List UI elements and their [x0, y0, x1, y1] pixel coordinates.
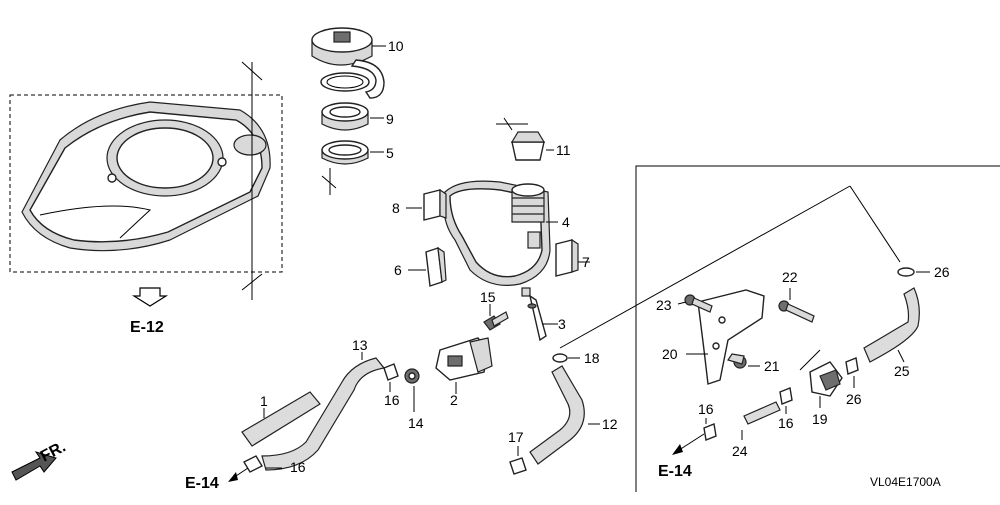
tank-cushion-upper — [423, 188, 447, 221]
bolt-21 — [727, 353, 747, 369]
label-part-22: 22 — [782, 269, 798, 285]
o-ring — [552, 353, 568, 363]
tank-cushion-lower — [425, 246, 447, 287]
label-part-12: 12 — [602, 416, 618, 432]
valve-bracket — [697, 289, 765, 385]
tube-1 — [241, 391, 321, 447]
reference-e14-right: E-14 — [658, 463, 692, 480]
label-part-25: 25 — [894, 363, 910, 379]
tube-clip-26-upper — [897, 267, 915, 277]
label-part-16c: 16 — [698, 401, 714, 417]
tube-clip-16-lower — [243, 455, 263, 473]
tube-clip-16-upper — [383, 363, 399, 381]
reference-e14-left: E-14 — [185, 475, 219, 492]
label-part-26b: 26 — [846, 391, 862, 407]
detail-box — [635, 165, 1000, 492]
tank-packing — [321, 140, 369, 165]
label-part-16a: 16 — [384, 392, 400, 408]
strainer-guide-line — [496, 117, 528, 131]
grommet — [404, 368, 420, 384]
label-part-2: 2 — [450, 392, 458, 408]
fuel-valve-19 — [809, 361, 843, 397]
label-part-17: 17 — [508, 429, 524, 445]
fuel-tank — [443, 180, 551, 286]
label-part-23: 23 — [656, 297, 672, 313]
tube-clip-16-right-b — [779, 387, 793, 405]
arrow-left-icon-right — [672, 433, 705, 455]
label-part-7: 7 — [582, 254, 590, 270]
label-part-11: 11 — [556, 142, 571, 158]
bolt-23 — [684, 294, 713, 313]
fuel-tube-12 — [529, 365, 585, 465]
front-arrow-icon — [11, 451, 57, 481]
fuel-strainer — [510, 131, 546, 161]
bolt-22 — [778, 300, 815, 323]
shroud-housing — [21, 101, 271, 252]
cap-holder-ring — [321, 102, 369, 131]
label-part-9: 9 — [386, 111, 394, 127]
tank-cushion-side — [555, 238, 579, 277]
label-part-24: 24 — [732, 443, 748, 459]
fuel-tube-13 — [261, 357, 386, 471]
fuel-tube-25 — [863, 287, 920, 363]
reference-e12: E-12 — [130, 319, 164, 336]
bolt-15 — [483, 311, 509, 331]
drawing-code: VL04E1700A — [870, 475, 941, 489]
label-part-5: 5 — [386, 145, 394, 161]
label-part-13: 13 — [352, 337, 368, 353]
label-part-8: 8 — [392, 200, 400, 216]
label-part-19: 19 — [812, 411, 828, 427]
label-part-16b: 16 — [290, 459, 306, 475]
label-part-1: 1 — [260, 393, 268, 409]
label-part-18: 18 — [584, 350, 600, 366]
label-part-16d: 16 — [778, 415, 794, 431]
label-part-10: 10 — [388, 38, 404, 54]
label-part-26a: 26 — [934, 264, 950, 280]
label-part-15: 15 — [480, 289, 496, 305]
tube-clip-17 — [509, 457, 527, 475]
fuel-valve — [435, 337, 493, 381]
mount-guide-line — [241, 61, 263, 300]
housing-reference-box — [9, 94, 283, 273]
label-part-6: 6 — [394, 262, 402, 278]
arrow-left-icon — [228, 467, 249, 482]
tube-24 — [743, 401, 781, 425]
fuel-joint — [521, 287, 547, 342]
packing-guide-line — [321, 168, 337, 195]
tube-clip-26-lower — [845, 357, 859, 375]
label-part-14: 14 — [408, 415, 424, 431]
label-part-4: 4 — [562, 214, 570, 230]
label-part-21: 21 — [764, 358, 780, 374]
detail-leader-line — [559, 185, 851, 349]
down-arrow-icon — [131, 287, 169, 307]
label-part-3: 3 — [558, 316, 566, 332]
fuel-cap — [311, 27, 385, 99]
tube-clip-16-right-a — [703, 423, 717, 441]
label-part-20: 20 — [662, 346, 678, 362]
